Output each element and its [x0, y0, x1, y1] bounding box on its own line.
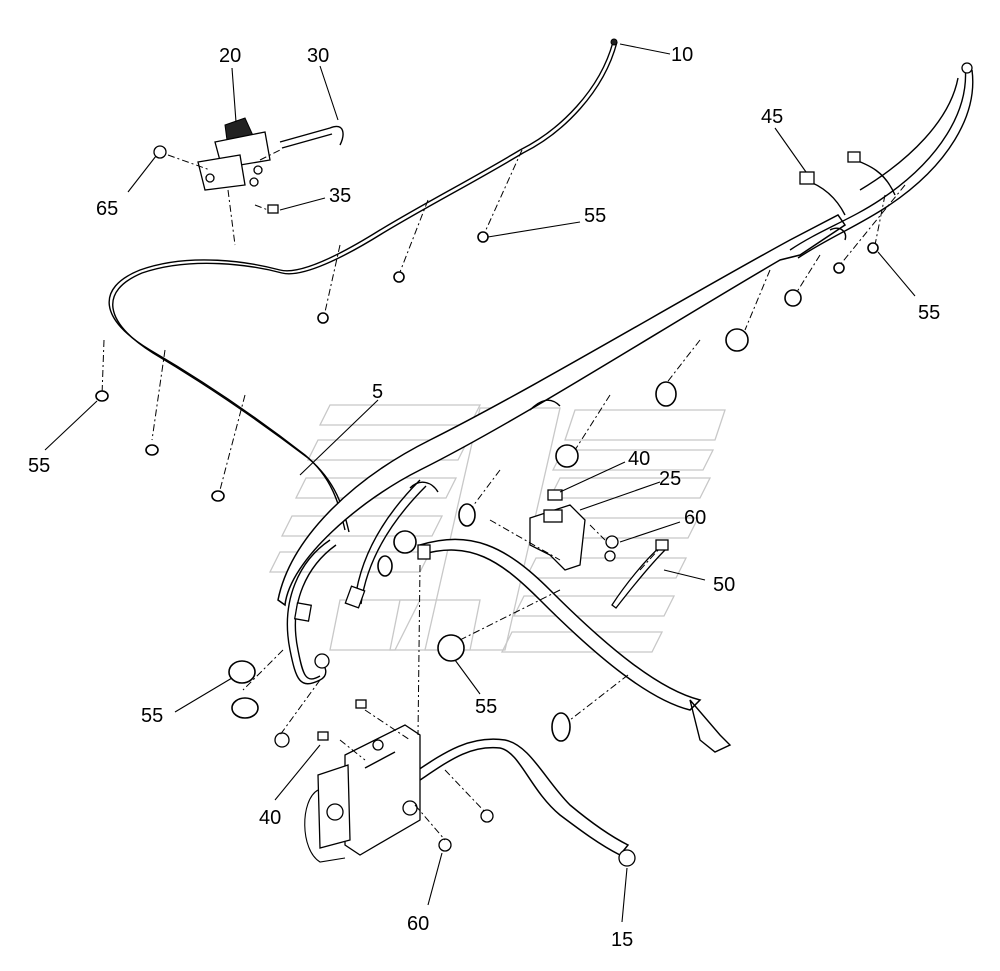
hose-15 — [413, 738, 636, 867]
hose-upper-right-3 — [859, 77, 959, 191]
nut-65 — [153, 145, 167, 159]
callout-20: 20 — [219, 45, 242, 67]
hose-30-b — [281, 133, 333, 149]
fitting-left-2 — [293, 602, 313, 622]
fitting-left — [344, 585, 366, 609]
valve-20 — [197, 117, 271, 191]
callout-15: 15 — [611, 929, 634, 951]
hose-upper-right-2 — [797, 69, 974, 259]
hose-end-fitting-top — [961, 62, 973, 74]
fitting-upper — [847, 151, 861, 163]
nut-60-bottom — [438, 838, 452, 852]
main-hose-sheathed — [277, 214, 847, 607]
hose-clamps-55 — [95, 231, 879, 742]
fitting-mid — [417, 544, 431, 560]
callout-leaders — [44, 43, 916, 923]
bolt-35 — [267, 204, 279, 214]
callout-40-top: 40 — [628, 448, 651, 470]
callout-55-lower-left: 55 — [141, 705, 164, 727]
callout-65: 65 — [96, 198, 119, 220]
hose-left-curve — [354, 479, 421, 601]
assembly-leaders — [101, 149, 906, 841]
callout-50: 50 — [713, 574, 736, 596]
nut-bottom-right — [480, 809, 494, 823]
cable-tie-head — [655, 539, 669, 551]
callout-10: 10 — [671, 44, 694, 66]
nut-lower-left — [274, 732, 290, 748]
hose-left-loop-2 — [294, 544, 337, 680]
callout-5: 5 — [372, 381, 384, 403]
hose-upper-right-1 — [789, 64, 967, 251]
fitting-45 — [799, 171, 815, 185]
cable-end-10 — [610, 38, 618, 46]
callout-55-left: 55 — [28, 455, 51, 477]
hose-45 — [804, 179, 846, 216]
valve-assembly-bottom — [304, 724, 421, 863]
hose-left-loop — [286, 539, 331, 685]
callout-25: 25 — [659, 468, 682, 490]
watermark-logo — [268, 404, 726, 653]
cable-tie-50 — [611, 544, 667, 609]
thin-cable-upper — [108, 41, 614, 531]
bolt-40-a — [317, 731, 329, 741]
callout-40-bottom: 40 — [259, 807, 282, 829]
hose-middle-diagonal — [419, 538, 732, 753]
thin-cable-upper-2 — [112, 41, 618, 533]
fitting-left-end — [314, 653, 330, 669]
hose-30 — [279, 125, 344, 146]
callout-55-lower-mid: 55 — [475, 696, 498, 718]
bracket-25 — [529, 489, 619, 571]
callout-60-bottom: 60 — [407, 913, 430, 935]
callout-35: 35 — [329, 185, 352, 207]
callout-55-right: 55 — [918, 302, 941, 324]
callout-60-right: 60 — [684, 507, 707, 529]
callout-55-center: 55 — [584, 205, 607, 227]
hose-45-b — [849, 157, 896, 196]
callout-30: 30 — [307, 45, 330, 67]
bolt-40-b — [355, 699, 367, 709]
callout-45: 45 — [761, 106, 784, 128]
